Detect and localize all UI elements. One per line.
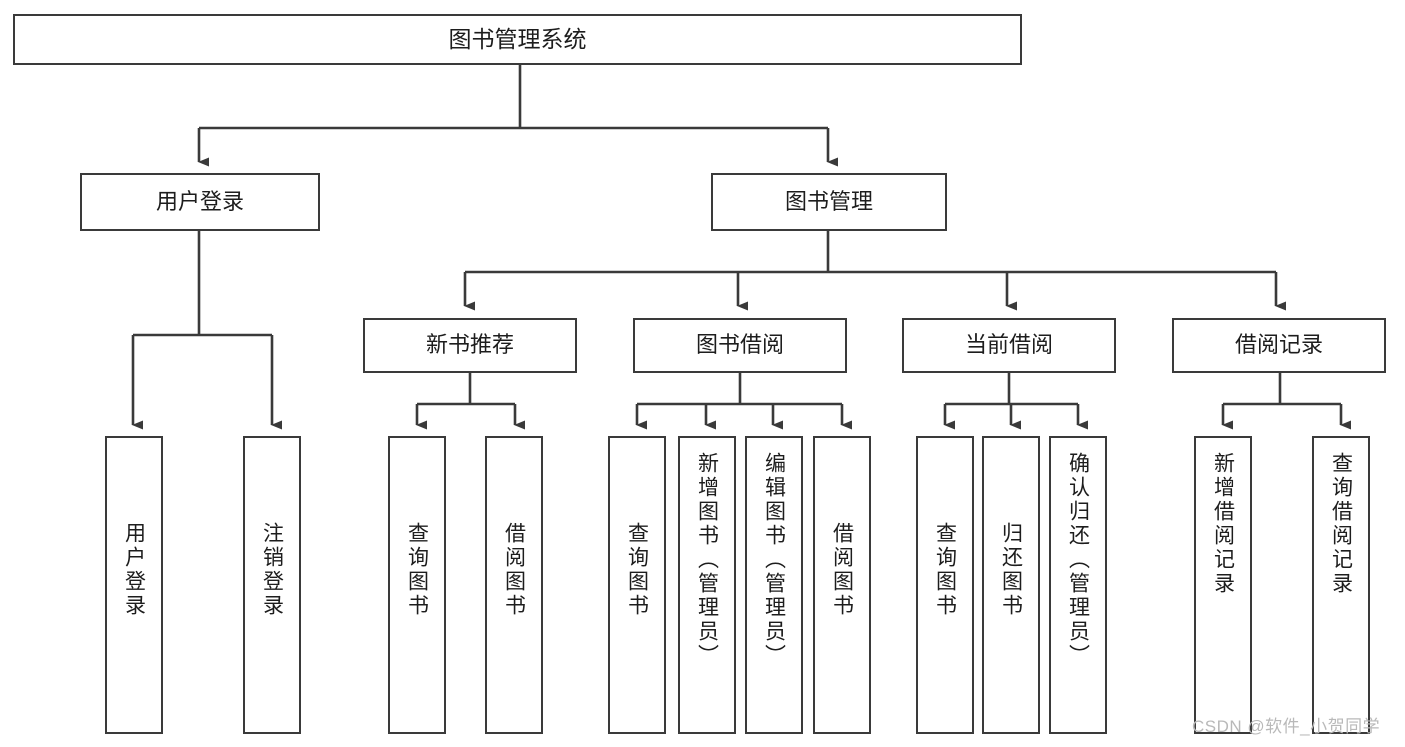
node-label: 新书推荐	[425, 332, 514, 358]
node-book-management[interactable]: 图书管理	[711, 173, 947, 231]
leaf-borrow-book-recommend[interactable]: 借阅图书	[485, 436, 543, 734]
node-label: 归还图书	[999, 522, 1023, 618]
leaf-add-book-admin[interactable]: 新增图书（管理员）	[678, 436, 736, 734]
node-label: 查询借阅记录	[1329, 452, 1353, 596]
node-book-borrow[interactable]: 图书借阅	[633, 318, 847, 373]
node-label: 编辑图书（管理员）	[762, 452, 786, 668]
edge-root-to-level1	[197, 65, 838, 167]
node-label: 新增图书（管理员）	[695, 452, 719, 668]
node-current-borrow[interactable]: 当前借阅	[902, 318, 1116, 373]
leaf-confirm-return-admin[interactable]: 确认归还（管理员）	[1049, 436, 1107, 734]
leaf-query-book-borrow[interactable]: 查询图书	[608, 436, 666, 734]
leaf-query-book-recommend[interactable]: 查询图书	[388, 436, 446, 734]
node-label: 借阅图书	[830, 522, 854, 618]
node-label: 用户登录	[155, 188, 244, 214]
node-label: 图书管理	[784, 188, 873, 214]
edge-current-borrow-to-leaves	[943, 373, 1088, 430]
node-label: 用户登录	[122, 522, 146, 618]
node-label: 确认归还（管理员）	[1066, 452, 1090, 668]
node-root-book-management-system[interactable]: 图书管理系统	[13, 14, 1022, 65]
edge-book-borrow-to-leaves	[635, 373, 852, 430]
node-label: 查询图书	[933, 522, 957, 618]
leaf-user-login[interactable]: 用户登录	[105, 436, 163, 734]
node-label: 借阅图书	[502, 522, 526, 618]
leaf-borrow-book[interactable]: 借阅图书	[813, 436, 871, 734]
node-label: 当前借阅	[964, 332, 1053, 358]
node-label: 图书借阅	[695, 332, 784, 358]
node-label: 注销登录	[260, 522, 284, 618]
node-new-book-recommend[interactable]: 新书推荐	[363, 318, 577, 373]
watermark-text: CSDN @软件_小贺同学	[1192, 717, 1381, 736]
edge-borrow-record-to-leaves	[1221, 373, 1351, 430]
edge-user-login-to-leaves	[131, 231, 282, 430]
leaf-logout-login[interactable]: 注销登录	[243, 436, 301, 734]
leaf-add-borrow-record[interactable]: 新增借阅记录	[1194, 436, 1252, 734]
leaf-return-book[interactable]: 归还图书	[982, 436, 1040, 734]
node-label: 借阅记录	[1234, 332, 1323, 358]
leaf-query-borrow-record[interactable]: 查询借阅记录	[1312, 436, 1370, 734]
leaf-edit-book-admin[interactable]: 编辑图书（管理员）	[745, 436, 803, 734]
node-user-login[interactable]: 用户登录	[80, 173, 320, 231]
node-label: 新增借阅记录	[1211, 452, 1235, 596]
node-label: 图书管理系统	[448, 25, 587, 52]
node-borrow-record[interactable]: 借阅记录	[1172, 318, 1386, 373]
node-label: 查询图书	[405, 522, 429, 618]
edge-new-book-to-leaves	[415, 373, 525, 430]
edge-book-manage-to-level2	[463, 231, 1286, 311]
node-label: 查询图书	[625, 522, 649, 618]
leaf-query-book-current[interactable]: 查询图书	[916, 436, 974, 734]
